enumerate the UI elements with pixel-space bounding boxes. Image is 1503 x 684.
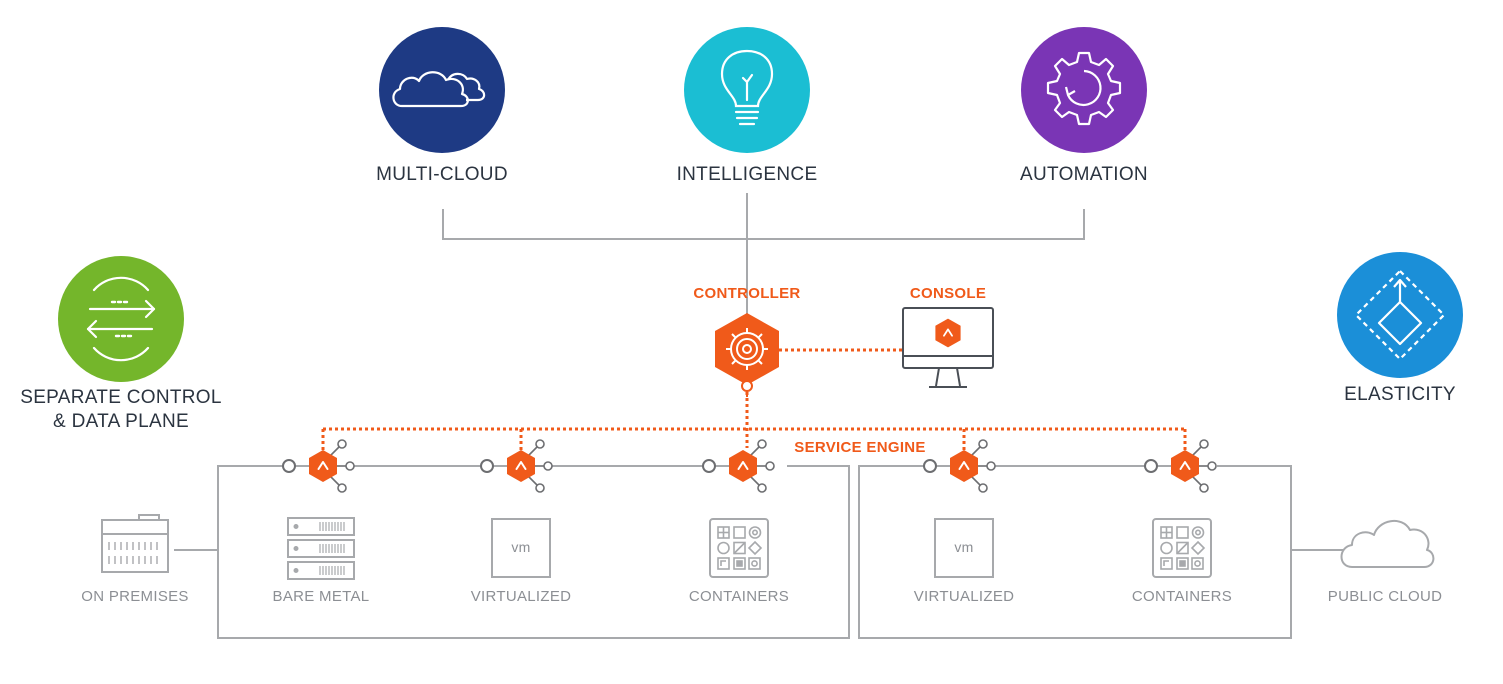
monitor-icon [902,307,994,388]
containers-grid-icon-2 [1152,518,1212,578]
console-label: CONSOLE [909,285,987,302]
console-monitor [902,307,994,388]
separate-control-label-line1: SEPARATE CONTROL [20,387,222,408]
vm-text-2: vm [954,539,974,555]
right-environment-box [858,465,1343,639]
feature-bracket [442,193,1085,314]
separate-control-label-line2: & DATA PLANE [53,411,189,432]
service-engine-2 [480,439,553,493]
bare-metal-label: BARE METAL [272,588,370,605]
service-engine-bus [321,392,1187,450]
intelligence-circle [684,27,810,153]
containers-grid-icon-1 [709,518,769,578]
public-cloud-label: PUBLIC CLOUD [1327,588,1443,605]
left-environment-box [174,465,850,639]
intelligence-label: INTELLIGENCE [676,164,818,185]
gear-icon [1046,51,1122,126]
controller-label: CONTROLLER [693,285,801,302]
multi-cloud-label: MULTI-CLOUD [376,164,508,185]
elasticity-label: ELASTICITY [1344,384,1456,405]
cloud-outline-icon [1340,520,1435,568]
virtualized-label-2: VIRTUALIZED [913,588,1015,605]
service-engine-3 [702,439,775,493]
service-engine-5 [1144,439,1217,493]
lightbulb-icon [720,49,774,126]
virtualized-label-1: VIRTUALIZED [470,588,572,605]
controller-node [715,313,779,385]
scale-diamond-icon [1354,269,1446,361]
containers-label-1: CONTAINERS [688,588,790,605]
service-engine-label: SERVICE ENGINE [794,439,926,456]
separate-control-circle [58,256,184,382]
automation-circle [1021,27,1147,153]
multi-cloud-circle [379,27,505,153]
on-premises-label: ON PREMISES [81,588,189,605]
controller-gear-icon [726,328,768,370]
containers-label-2: CONTAINERS [1131,588,1233,605]
cloud-icon [392,71,486,108]
arrows-exchange-icon [86,276,156,362]
building-icon [101,514,169,573]
service-engine-1 [282,439,355,493]
elasticity-circle [1337,252,1463,378]
server-rack-icon [287,517,355,580]
vm-text-1: vm [511,539,531,555]
automation-label: AUTOMATION [1020,164,1148,185]
